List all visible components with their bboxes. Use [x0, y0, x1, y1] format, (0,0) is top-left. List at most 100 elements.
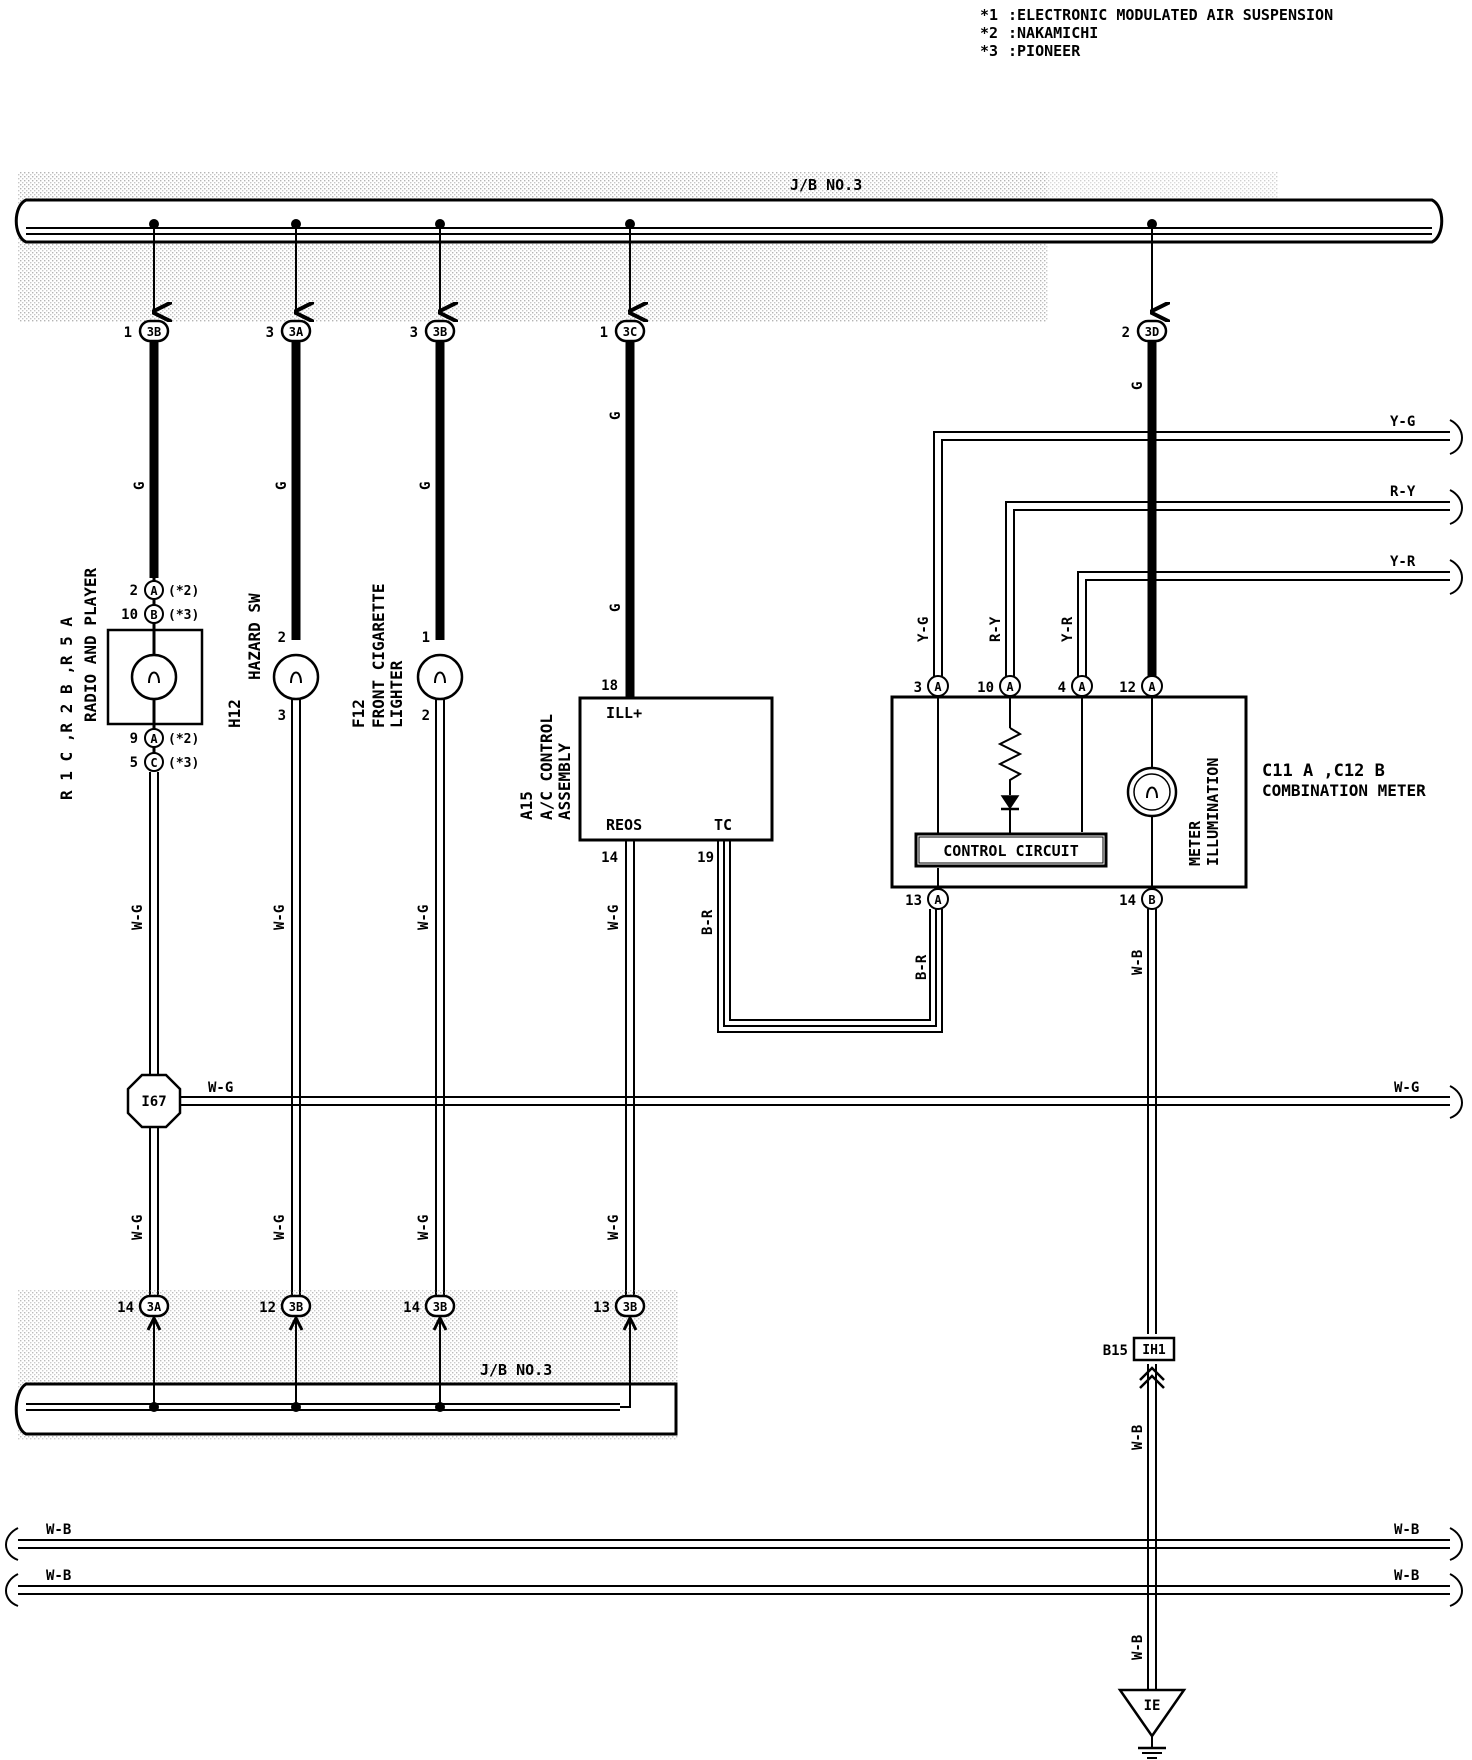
- connector-3b-bottom-hazard: 3B 12: [259, 1294, 312, 1318]
- connector-pin: 12: [259, 1300, 276, 1316]
- connector-code: 3A: [147, 1300, 162, 1314]
- wb-meter-wire: [1139, 909, 1165, 1690]
- ac-name-line2: ASSEMBLY: [555, 743, 574, 820]
- note-mark-3: *3: [980, 42, 998, 60]
- pin-number: 2: [278, 630, 286, 646]
- wb-bus-labels: W-B W-B W-B W-B: [46, 1522, 1419, 1584]
- signal-wires: [933, 419, 1463, 676]
- top-drops: [149, 219, 1156, 312]
- lighter-code: F12: [349, 699, 368, 728]
- wire-label: G: [274, 482, 290, 490]
- wire-label: R-Y: [988, 616, 1004, 642]
- connector-pin: 2: [1122, 325, 1130, 341]
- wire-label: B-R: [914, 954, 930, 980]
- connector-pin: 14: [403, 1300, 420, 1316]
- pin-number: 2: [422, 708, 430, 724]
- connector-id: B15: [1103, 1343, 1128, 1359]
- connector-code: 3B: [147, 325, 161, 339]
- combination-meter: CONTROL CIRCUIT METER ILLUMINATION A 3 A…: [890, 675, 1426, 910]
- wire-label: W-G: [130, 905, 146, 930]
- pin-conn: A: [150, 584, 158, 598]
- hazard-switch: 2 3 H12 HAZARD SW: [225, 593, 320, 728]
- note-mark-2: *2: [980, 24, 998, 42]
- pin-number: 1: [422, 630, 430, 646]
- ac-name-line1: A/C CONTROL: [537, 714, 556, 820]
- pin-number: 5: [130, 755, 138, 771]
- connector-pin: 3: [410, 325, 418, 341]
- ground-ie: IE: [1117, 1688, 1187, 1759]
- ac-pin-ill: ILL+: [606, 704, 642, 722]
- wire-label: W-G: [272, 905, 288, 930]
- signal-wire-labels: Y-G R-Y Y-R Y-G R-Y Y-R: [916, 414, 1416, 642]
- splice-label: I67: [141, 1094, 166, 1110]
- connector-code: 3B: [289, 1300, 303, 1314]
- hazard-code: H12: [225, 699, 244, 728]
- pin-number: 2: [130, 583, 138, 599]
- wb-vertical-labels: W-B W-B W-B: [1130, 950, 1146, 1660]
- pin-conn: A: [1148, 680, 1156, 694]
- wire-label: W-B: [1394, 1568, 1419, 1584]
- cigarette-lighter: 1 2 F12 FRONT CIGARETTE LIGHTER: [349, 584, 464, 729]
- wire-label: W-G: [606, 905, 622, 930]
- connector-pin: 1: [600, 325, 608, 341]
- footnotes: *1 :ELECTRONIC MODULATED AIR SUSPENSION …: [980, 6, 1333, 60]
- connector-code: 3C: [623, 325, 637, 339]
- wire-label: W-G: [416, 905, 432, 930]
- connector-3d-top-meter: 3D 2: [1122, 319, 1168, 343]
- pin-conn: A: [150, 732, 158, 746]
- connector-code: 3B: [623, 1300, 637, 1314]
- wire-label: B-R: [700, 909, 716, 935]
- connector-code: 3B: [433, 1300, 447, 1314]
- pin-note: (*2): [168, 584, 199, 599]
- connector-3b-bottom-lighter: 3B 14: [403, 1294, 456, 1318]
- pin-note: (*3): [168, 756, 199, 771]
- wire-label: W-B: [46, 1568, 71, 1584]
- connector-code: 3B: [433, 325, 447, 339]
- pin-note: (*3): [168, 608, 199, 623]
- jb-top-label: J/B NO.3: [790, 176, 862, 194]
- pin-number: 14: [1119, 893, 1136, 909]
- note-text-3: :PIONEER: [1008, 42, 1081, 60]
- wire-label: W-B: [1394, 1522, 1419, 1538]
- pin-number: 4: [1058, 680, 1066, 696]
- radio-and-player: A 2 (*2) B 10 (*3) A 9 (*2) C 5 (*3) R 1…: [57, 568, 204, 800]
- wb-bus: [5, 1527, 1463, 1607]
- wire-label: Y-G: [916, 617, 932, 642]
- pin-number: 13: [905, 893, 922, 909]
- wire-label: Y-G: [1390, 414, 1415, 430]
- pin-conn: B: [1148, 893, 1155, 907]
- wire-label: W-G: [1394, 1080, 1419, 1096]
- pin-conn: A: [934, 893, 942, 907]
- bottom-rises: [146, 1314, 638, 1412]
- connector-3a-bottom: 3A 14: [117, 1294, 170, 1318]
- connector-b15: IH1 B15: [1103, 1336, 1176, 1362]
- connector-pin: 14: [117, 1300, 134, 1316]
- splice-i67: I67: [126, 1073, 182, 1129]
- hazard-name: HAZARD SW: [245, 593, 264, 680]
- connector-pin: 1: [124, 325, 132, 341]
- note-text-1: :ELECTRONIC MODULATED AIR SUSPENSION: [1008, 6, 1333, 24]
- wire-label: W-G: [130, 1215, 146, 1240]
- wire-label: W-B: [1130, 950, 1146, 975]
- pin-number: 19: [697, 850, 714, 866]
- lighter-name-line1: FRONT CIGARETTE: [369, 584, 388, 729]
- wire-label: W-B: [1130, 1425, 1146, 1450]
- br-wire: [717, 840, 943, 1033]
- wire-label: G: [418, 482, 434, 490]
- radio-name: RADIO AND PLAYER: [81, 568, 100, 722]
- pin-number: 3: [278, 708, 286, 724]
- meter-code: C11 A ,C12 B: [1262, 761, 1385, 781]
- connector-3c-top-ac: 3C 1: [600, 319, 646, 343]
- wire-label: W-G: [208, 1080, 233, 1096]
- pin-conn: A: [934, 680, 942, 694]
- ac-pin-reos: REOS: [606, 816, 642, 834]
- pin-number: 3: [914, 680, 922, 696]
- ac-control-assembly: ILL+ REOS TC 18 14 19 A15 A/C CONTROL AS…: [517, 678, 774, 866]
- ac-code: A15: [517, 791, 536, 820]
- pin-number: 10: [121, 607, 138, 623]
- pin-conn: B: [150, 608, 157, 622]
- wire-label: G: [132, 482, 148, 490]
- connector-3b-top-radio: 3B 1: [124, 319, 170, 343]
- wire-label: W-G: [272, 1215, 288, 1240]
